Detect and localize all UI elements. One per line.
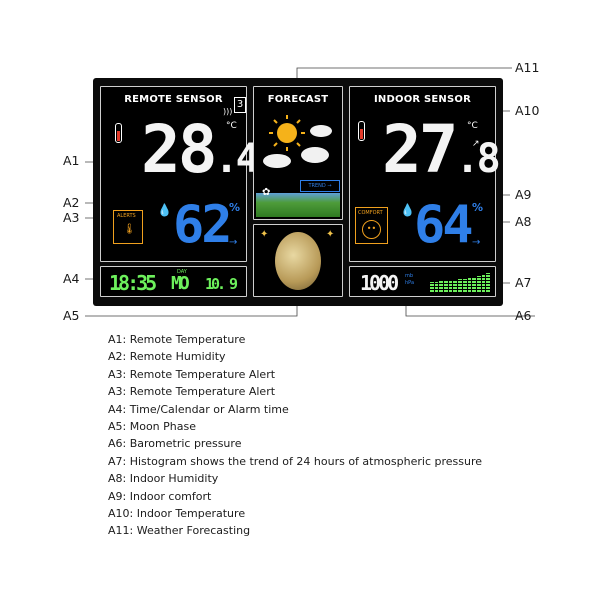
alerts-label: ALERTS (117, 213, 136, 219)
pressure-unit-hpa: hPa (405, 280, 415, 286)
remote-temperature-decimal: .4 (214, 136, 259, 182)
histogram-bar (472, 277, 476, 292)
clock-day: MO (171, 273, 190, 294)
legend-item: A4: Time/Calendar or Alarm time (108, 402, 289, 416)
legend-item: A6: Barometric pressure (108, 437, 242, 451)
callout-a8: A8 (515, 214, 532, 229)
callout-a2: A2 (63, 195, 80, 210)
trend-label: TREND (308, 183, 326, 189)
histogram-bar (439, 281, 444, 292)
legend-item: A11: Weather Forecasting (108, 524, 251, 538)
callout-a5: A5 (63, 308, 80, 323)
alerts-box: ALERTS 🌡 (113, 210, 143, 244)
callout-a7: A7 (515, 275, 532, 290)
indoor-temperature-value: 27.8 (382, 117, 501, 183)
alert-thermometer-icon: 🌡 (123, 224, 136, 235)
remote-temperature-value: 28.4 (141, 117, 260, 183)
histogram-bar (444, 281, 448, 292)
remote-sensor-panel: REMOTE SENSOR 3 ))) 28.4 °C 💧 62 % → ALE… (100, 86, 260, 262)
grass-field: ✿ (256, 187, 340, 217)
legend-item: A5: Moon Phase (108, 419, 196, 433)
callout-a1: A1 (63, 153, 80, 168)
star-icon: ✦ (326, 229, 335, 240)
remote-humidity-trend-arrow: → (229, 237, 238, 248)
indoor-sensor-title: INDOOR SENSOR (374, 94, 471, 105)
callout-a9: A9 (515, 187, 532, 202)
histogram-bar (467, 278, 472, 292)
forecast-weather-icon (263, 115, 332, 168)
day-label: DAY (177, 269, 187, 275)
flower-icon: ✿ (262, 187, 271, 198)
clock-time: 18:35 (109, 271, 157, 295)
indoor-temperature-trend-arrow: ↗ (472, 139, 480, 149)
weather-station-display: REMOTE SENSOR 3 ))) 28.4 °C 💧 62 % → ALE… (93, 78, 503, 306)
comfort-face-icon: •• (362, 220, 381, 239)
comfort-box: COMFORT •• (355, 207, 388, 244)
histogram-bar (430, 282, 434, 292)
indoor-sensor-panel: INDOOR SENSOR 27.8 °C ↗ COMFORT •• 💧 64 … (349, 86, 501, 262)
remote-temperature-integer: 28 (141, 111, 218, 188)
signal-icon: ))) (223, 107, 233, 116)
histogram-bar (481, 275, 486, 292)
legend-item: A9: Indoor comfort (108, 489, 212, 503)
trend-box: TREND → (300, 180, 340, 192)
callout-a10: A10 (515, 103, 540, 118)
indoor-humidity-unit: % (472, 201, 484, 214)
legend-item: A2: Remote Humidity (108, 350, 226, 364)
legend-item: A8: Indoor Humidity (108, 472, 219, 486)
histogram-bar (448, 280, 453, 292)
comfort-label: COMFORT (358, 210, 383, 216)
pressure-unit-mb: mb (405, 273, 414, 279)
legend-item: A1: Remote Temperature (108, 333, 246, 346)
indoor-temperature-decimal: .8 (455, 136, 500, 182)
star-icon: ✦ (260, 229, 269, 240)
forecast-title: FORECAST (267, 94, 329, 105)
remote-temperature-unit: °C (226, 121, 237, 131)
pressure-histogram (430, 273, 490, 292)
clock-panel: 18:35 DAY MO 10. 9 (100, 266, 247, 297)
indoor-thermometer-icon (358, 121, 365, 141)
callout-a11: A11 (515, 60, 540, 75)
histogram-bar (458, 279, 462, 292)
channel-badge: 3 (234, 97, 246, 113)
thermometer-icon (115, 123, 122, 143)
callout-a4: A4 (63, 271, 80, 286)
sun-icon (269, 115, 305, 151)
remote-sensor-title: REMOTE SENSOR (124, 94, 223, 105)
channel-number: 3 (236, 99, 244, 110)
clock-month: 10. (205, 275, 226, 293)
moon-phase-panel: ✦ ✦ (253, 224, 343, 297)
legend-item: A10: Indoor Temperature (108, 506, 246, 520)
forecast-panel: FORECAST TREND → (253, 86, 343, 220)
histogram-bar (434, 282, 439, 292)
histogram-bar (462, 279, 467, 292)
indoor-humidity-value: 64 (414, 195, 474, 255)
pressure-panel: 1000 mb hPa (349, 266, 496, 297)
indoor-humidity-drop-icon: 💧 (400, 203, 415, 217)
histogram-bar (486, 273, 490, 292)
pressure-value: 1000 (360, 271, 399, 295)
histogram-bar (476, 276, 481, 292)
cloud-icon (263, 125, 332, 168)
legend-item: A7: Histogram shows the trend of 24 hour… (108, 454, 483, 468)
remote-humidity-drop-icon: 💧 (157, 203, 172, 217)
indoor-humidity-trend-arrow: → (472, 237, 481, 248)
remote-humidity-unit: % (229, 201, 241, 214)
clock-date: 9 (229, 275, 238, 293)
legend-item: A3: Remote Temperature Alert (108, 367, 276, 381)
indoor-temperature-unit: °C (467, 121, 478, 131)
histogram-bar (453, 280, 458, 292)
remote-humidity-value: 62 (173, 195, 233, 255)
moon-icon (275, 232, 321, 290)
legend-list: A1: Remote Temperature A2: Remote Humidi… (108, 331, 482, 540)
callout-a3: A3 (63, 210, 80, 225)
callout-a6: A6 (515, 308, 532, 323)
indoor-temperature-integer: 27 (382, 111, 459, 188)
legend-item: A3: Remote Temperature Alert (108, 385, 276, 399)
